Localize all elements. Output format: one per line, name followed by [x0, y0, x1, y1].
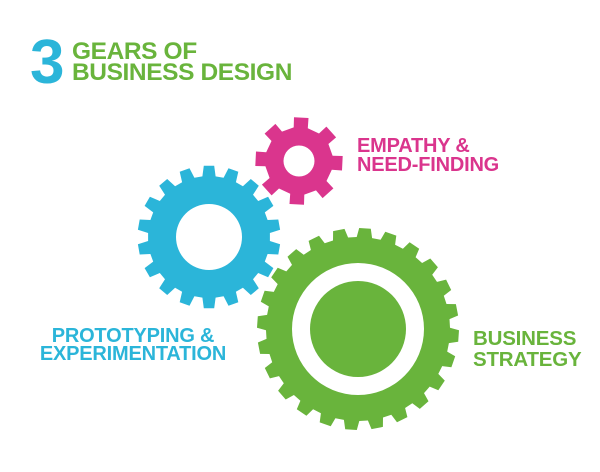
- prototyping-label-line-2: EXPERIMENTATION: [39, 342, 227, 365]
- title-number: 3: [30, 28, 64, 97]
- strategy-gear-icon: [257, 228, 459, 430]
- empathy-label: EMPATHY & NEED-FINDING: [357, 135, 500, 176]
- empathy-gear-icon: [255, 117, 343, 205]
- empathy-label-line-1: EMPATHY &: [357, 135, 470, 157]
- title-line-1: GEARS OF: [72, 38, 197, 65]
- page-title: GEARS OF BUSINESS DESIGN: [72, 38, 292, 86]
- strategy-label-line-2: STRATEGY: [473, 347, 582, 371]
- prototyping-gear-icon: [137, 165, 281, 309]
- strategy-gear-hub-icon: [310, 281, 406, 377]
- title-line-2: BUSINESS DESIGN: [72, 59, 292, 86]
- prototyping-label-line-1: PROTOTYPING &: [51, 325, 215, 347]
- strategy-label: BUSINESS STRATEGY: [473, 327, 582, 371]
- empathy-label-line-2: NEED-FINDING: [357, 153, 500, 176]
- prototyping-label: PROTOTYPING & EXPERIMENTATION: [13, 325, 253, 365]
- strategy-label-line-1: BUSINESS: [473, 327, 577, 350]
